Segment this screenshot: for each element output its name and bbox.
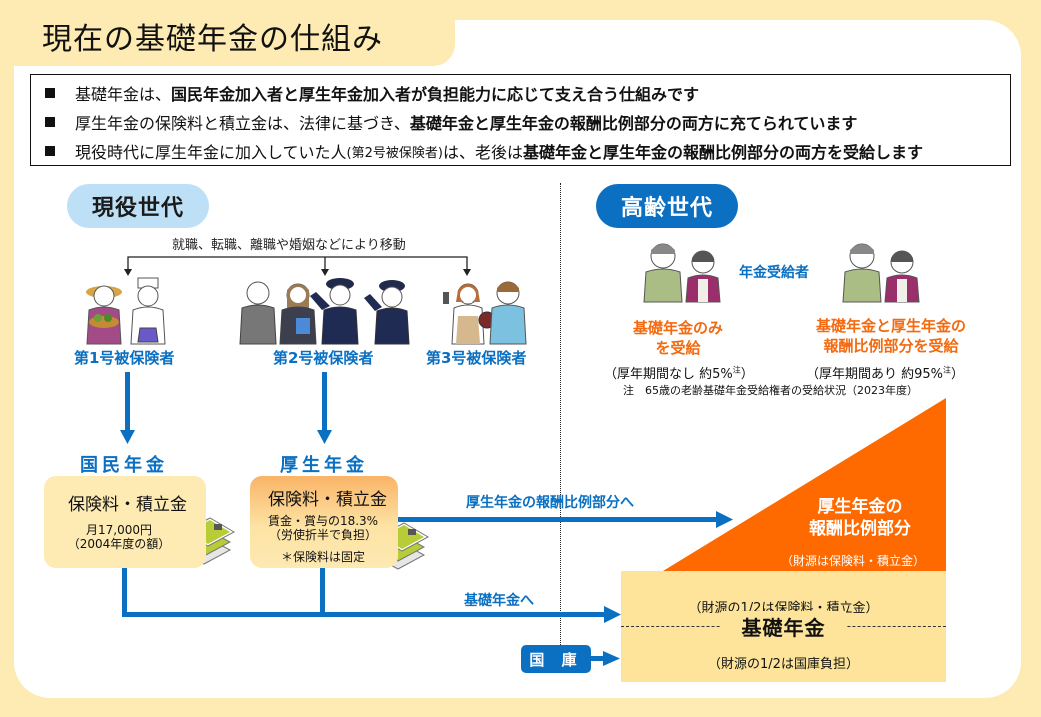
footnote: 注 65歳の老齢基礎年金受給権者の受給状況（2023年度）: [623, 384, 918, 397]
to-proportional-label: 厚生年金の報酬比例部分へ: [466, 495, 634, 511]
share-text: （厚年期間あり 約95%: [806, 367, 944, 382]
arrow-down-icon: [317, 430, 332, 444]
share-text: （厚年期間なし 約5%: [604, 367, 733, 382]
insured-label-2: 第2号被保険者: [273, 349, 374, 367]
pensioner-female-icon: [884, 250, 920, 303]
bullet-square-icon: [45, 117, 55, 127]
fund-box-rate: 賃金・賞与の18.3%: [267, 514, 379, 528]
group-title-line: を受給: [655, 339, 701, 357]
basic-only-share-note: （厚年期間なし 約5%注）: [604, 363, 754, 382]
pensioner-male-icon: [842, 243, 882, 303]
pensioner-female-icon: [685, 250, 721, 303]
pensioner-label: 年金受給者: [739, 265, 809, 281]
summary-text: は、老後は: [442, 143, 523, 162]
national-treasury-box: 国 庫: [521, 645, 591, 673]
footnote-marker: 注: [943, 365, 952, 375]
arrowhead-icon: [321, 269, 329, 276]
pensioner-male-icon: [643, 243, 683, 303]
fund-box-split: （労使折半で負担）: [268, 528, 377, 542]
movement-bracket: [127, 256, 468, 270]
basic-pension-block: （財源の1/2は保険料・積立金） 基礎年金 （財源の1/2は国庫負担）: [621, 571, 946, 682]
summary-line: 厚生年金の保険料と積立金は、法律に基づき、基礎年金と厚生年金の報酬比例部分の両方…: [45, 110, 857, 134]
summary-bold-text: 国民年金加入者と厚生年金加入者が負担能力に応じて支え合う仕組みです: [171, 85, 700, 104]
arrow-right-icon: [604, 606, 621, 623]
basic-pension-title: 基礎年金: [741, 615, 826, 640]
summary-text: 厚生年金の保険料と積立金は、法律に基づき、: [75, 114, 410, 133]
arrowhead-icon: [463, 269, 471, 276]
summary-line: 現役時代に厚生年金に加入していた人(第2号被保険者)は、老後は基礎年金と厚生年金…: [45, 139, 923, 163]
homemaker-female-icon: [443, 283, 496, 345]
share-text-end: ）: [740, 367, 754, 382]
basic-lower-source: （財源の1/2は国庫負担）: [708, 657, 859, 672]
businessman-icon: [239, 281, 277, 345]
arrow-right-icon: [603, 651, 620, 666]
fund-box-footnote: ＊保険料は固定: [280, 550, 365, 564]
basic-and-proportional-title: 基礎年金と厚生年金の 報酬比例部分を受給: [796, 316, 986, 356]
summary-small-text: (第2号被保険者): [346, 145, 443, 161]
summary-bold-text: 基礎年金と厚生年金の報酬比例部分の両方を受給します: [522, 143, 923, 162]
summary-box: 基礎年金は、国民年金加入者と厚生年金加入者が負担能力に応じて支え合う仕組みです …: [30, 74, 1011, 166]
to-basic-label: 基礎年金へ: [464, 593, 534, 609]
share-text-end: ）: [951, 367, 965, 382]
employee-pension-title: 厚生年金: [280, 455, 368, 476]
fund-box-title: 保険料・積立金: [68, 495, 187, 515]
farmer-icon: [86, 285, 122, 345]
fund-box-title: 保険料・積立金: [268, 490, 387, 510]
arrow-down-icon: [120, 430, 135, 444]
arrowhead-icon: [124, 269, 132, 276]
national-pension-fund-box: 保険料・積立金 月17,000円 （2004年度の額）: [44, 476, 206, 568]
employee-pension-fund-box: 保険料・積立金 賃金・賞与の18.3% （労使折半で負担） ＊保険料は固定: [250, 476, 398, 568]
office-worker-icon: [279, 283, 317, 345]
arrow-right-icon: [716, 511, 733, 528]
bullet-square-icon: [45, 88, 55, 98]
national-pension-title: 国民年金: [80, 455, 168, 476]
movement-text: 就職、転職、離職や婚姻などにより移動: [172, 238, 406, 253]
bullet-square-icon: [45, 146, 55, 156]
proportional-block-title: 厚生年金の 報酬比例部分: [780, 496, 940, 540]
chef-icon: [130, 277, 166, 345]
fund-box-year: （2004年度の額）: [67, 537, 171, 551]
insured-label-3: 第3号被保険者: [426, 349, 527, 367]
footnote-marker: 注: [732, 365, 741, 375]
arrow-to-proportional: [398, 511, 733, 528]
arrow-from-treasury: [591, 651, 620, 666]
fund-box-amount: 月17,000円: [86, 523, 152, 537]
proportional-title-line: 報酬比例部分: [809, 519, 911, 539]
title-tab: [0, 0, 455, 66]
insured-label-1: 第1号被保険者: [74, 349, 175, 367]
page-title: 現在の基礎年金の仕組み: [42, 22, 383, 57]
proportional-title-line: 厚生年金の: [817, 497, 903, 517]
basic-only-title: 基礎年金のみ を受給: [618, 318, 738, 358]
both-share-note: （厚年期間あり 約95%注）: [806, 363, 964, 382]
group-title-line: 報酬比例部分を受給: [823, 337, 959, 355]
arrow-to-basic: [122, 568, 621, 623]
summary-line: 基礎年金は、国民年金加入者と厚生年金加入者が負担能力に応じて支え合う仕組みです: [45, 81, 699, 105]
summary-text: 現役時代に厚生年金に加入していた人: [75, 143, 347, 162]
homemaker-male-icon: [489, 281, 527, 345]
insured-to-fund-arrows: [120, 372, 332, 444]
group-title-line: 基礎年金のみ: [632, 319, 723, 337]
police-officer-icon: [310, 278, 359, 345]
current-generation-label: 現役世代: [67, 184, 209, 228]
group-title-line: 基礎年金と厚生年金の: [815, 317, 966, 335]
police-officer-female-icon: [364, 280, 410, 345]
summary-bold-text: 基礎年金と厚生年金の報酬比例部分の両方に充てられています: [409, 114, 858, 133]
proportional-triangle: [663, 398, 946, 571]
basic-pension-title-wrap: 基礎年金: [721, 611, 846, 641]
movement-arrowheads: [124, 269, 471, 276]
proportional-source: （財源は保険料・積立金）: [780, 554, 925, 568]
summary-text: 基礎年金は、: [75, 85, 172, 104]
generation-divider: [560, 183, 561, 653]
senior-generation-label: 高齢世代: [596, 184, 738, 228]
